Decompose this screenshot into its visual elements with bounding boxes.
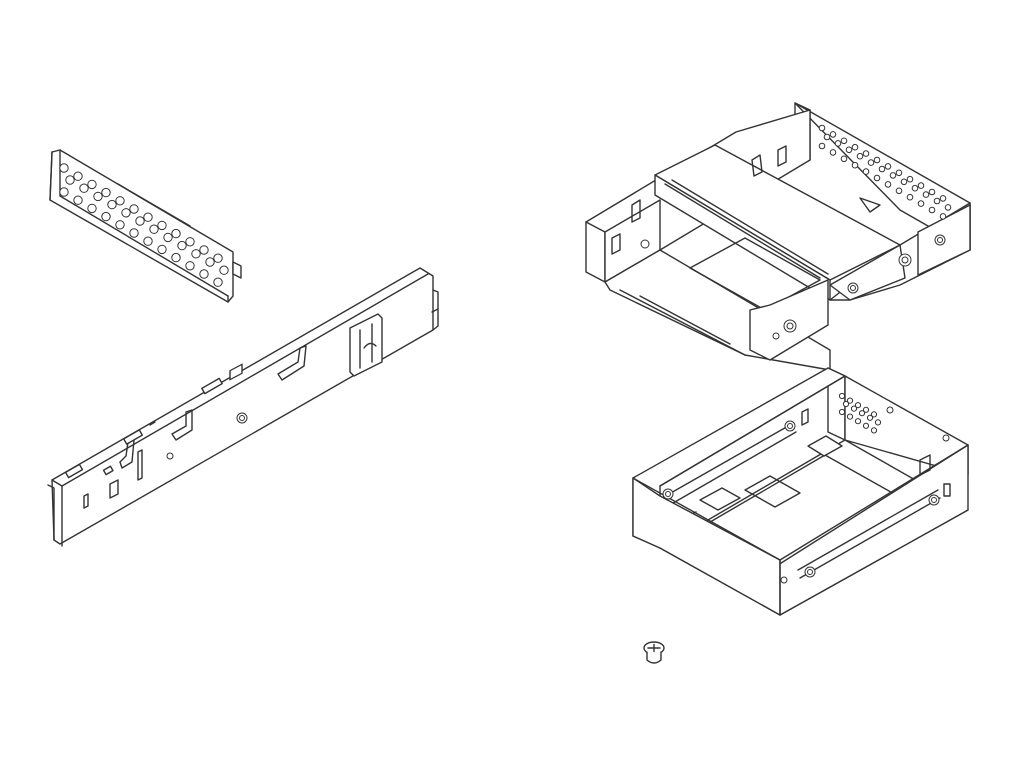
perforation-hole [851, 161, 859, 169]
perforation-hole [928, 206, 936, 214]
perforation-hole [878, 165, 886, 173]
perforation-hole [199, 269, 209, 279]
perforated-cover-plate [49, 149, 242, 303]
perforation-hole [115, 220, 125, 230]
perforation-hole [917, 200, 925, 207]
perforation-hole [818, 142, 826, 150]
perforation-hole [862, 406, 870, 413]
perforation-hole [163, 232, 173, 243]
perforation-hole [79, 183, 89, 193]
perforation-hole [870, 411, 878, 418]
dual-bay-frame-525 [585, 102, 971, 371]
perforation-hole [121, 208, 131, 218]
perforation-hole [157, 244, 167, 255]
perforation-hole [143, 212, 153, 222]
perforation-hole [840, 137, 848, 145]
perforation-hole [939, 213, 947, 220]
mounting-rail [47, 267, 439, 547]
perforation-hole [862, 168, 870, 175]
perforation-hole [834, 140, 842, 147]
perforation-hole [171, 228, 181, 239]
perforation-hole [143, 236, 153, 246]
perforation-hole [205, 257, 215, 267]
perforation-hole [191, 249, 201, 259]
perforation-hole [107, 199, 117, 210]
perforation-hole [135, 216, 145, 226]
perforation-hole [101, 211, 111, 222]
perforation-hole [854, 418, 862, 425]
perforation-hole [838, 392, 846, 400]
drive-tray-35 [632, 367, 969, 616]
perforation-hole [906, 193, 914, 201]
perforation-hole [829, 131, 837, 138]
perforation-hole [922, 191, 930, 198]
perforation-hole [933, 197, 941, 205]
perforation-hole [858, 410, 866, 417]
perforation-hole [842, 400, 850, 408]
perforation-hole [874, 419, 882, 426]
perforation-hole [818, 124, 826, 132]
perforation-hole [906, 175, 914, 183]
perforation-hole [851, 143, 859, 151]
perforation-hole [884, 163, 892, 170]
perforation-hole [862, 422, 870, 429]
perforation-hole [895, 187, 903, 195]
perforation-hole [895, 169, 903, 177]
perforation-hole [911, 184, 919, 192]
perforation-hole [129, 204, 139, 214]
perforation-hole [867, 159, 875, 166]
perforation-hole [129, 228, 139, 238]
perforation-hole [115, 196, 125, 206]
perforation-hole [59, 163, 69, 173]
perforation-hole [65, 175, 75, 185]
perforation-hole [87, 203, 97, 214]
mounting-screw [643, 641, 665, 664]
perforation-hole [73, 171, 83, 181]
perforation-hole [87, 179, 97, 190]
perforation-hole [939, 195, 947, 202]
perforation-hole [917, 182, 925, 189]
perforation-hole [59, 187, 69, 197]
perforation-hole [856, 152, 864, 160]
perforation-hole [862, 150, 870, 157]
perforation-hole [157, 220, 167, 231]
perforation-hole [177, 240, 187, 251]
perforation-hole [219, 265, 229, 275]
perforation-hole [944, 204, 952, 211]
perforation-hole [873, 174, 881, 182]
perforation-hole [199, 245, 209, 255]
perforation-hole [838, 408, 846, 416]
perforation-hole [866, 414, 874, 421]
perforation-hole [73, 195, 83, 205]
perforation-hole [889, 172, 897, 179]
perforation-hole [854, 402, 862, 409]
perforation-hole [149, 224, 159, 234]
perforation-hole [171, 252, 181, 263]
perforation-hole [213, 253, 223, 263]
perforation-hole [829, 149, 837, 156]
perforation-hole [185, 261, 195, 271]
perforation-hole [900, 178, 908, 186]
perforation-hole [101, 187, 111, 198]
perforation-hole [850, 405, 858, 412]
perforation-hole [928, 188, 936, 196]
perforation-hole [93, 191, 103, 202]
perforation-hole [840, 155, 848, 163]
perforation-hole [884, 181, 892, 188]
perforation-hole [845, 146, 853, 154]
perforation-hole [870, 427, 878, 434]
perforation-hole [846, 397, 854, 404]
perforation-hole [213, 277, 223, 287]
perforation-hole [873, 156, 881, 164]
perforation-hole [823, 133, 831, 141]
perforation-hole [846, 413, 854, 420]
perforation-hole [185, 237, 195, 247]
